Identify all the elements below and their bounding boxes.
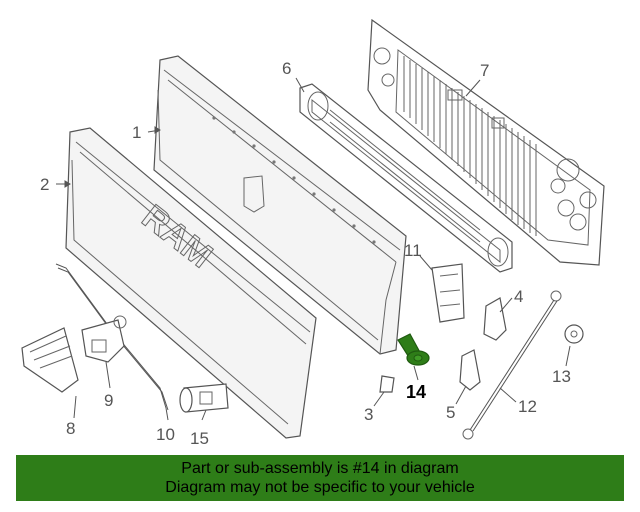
label-part-9: 9 (104, 391, 113, 410)
label-part-13: 13 (552, 367, 571, 386)
part-6-trim-panel (299, 83, 513, 273)
label-part-10: 10 (156, 425, 175, 444)
label-part-3: 3 (364, 405, 373, 424)
banner-line-1: Part or sub-assembly is #14 in diagram (181, 460, 459, 477)
part-15-lock-cylinder (179, 383, 229, 413)
label-part-4: 4 (514, 287, 523, 306)
banner-line-2: Diagram may not be specific to your vehi… (165, 479, 475, 496)
part-1-tailgate-shell (153, 55, 407, 355)
part-13-stud (564, 324, 584, 344)
label-part-7: 7 (480, 61, 489, 80)
label-part-12: 12 (518, 397, 537, 416)
label-part-1: 1 (132, 123, 141, 142)
info-banner: Part or sub-assembly is #14 in diagram D… (16, 455, 624, 501)
label-part-8: 8 (66, 419, 75, 438)
parts-diagram: RAM (21, 18, 605, 448)
label-part-15: 15 (190, 429, 209, 448)
part-7-outer-panel (367, 18, 605, 266)
part-8-release (21, 327, 79, 393)
part-5-striker (459, 349, 481, 391)
part-2-tailgate-outer: RAM (65, 127, 317, 439)
label-part-2: 2 (40, 175, 49, 194)
part-11-hinge (431, 263, 465, 323)
part-14-bolt-highlighted[interactable] (397, 333, 430, 366)
part-12-cable (462, 290, 562, 440)
part-9-handle (81, 315, 127, 363)
part-3-bushing (379, 375, 395, 393)
label-part-11: 11 (404, 241, 422, 260)
label-part-5: 5 (446, 403, 455, 422)
label-part-14: 14 (406, 382, 426, 402)
label-part-6: 6 (282, 59, 291, 78)
leader-lines (56, 77, 571, 421)
part-4-bumper (483, 297, 507, 341)
